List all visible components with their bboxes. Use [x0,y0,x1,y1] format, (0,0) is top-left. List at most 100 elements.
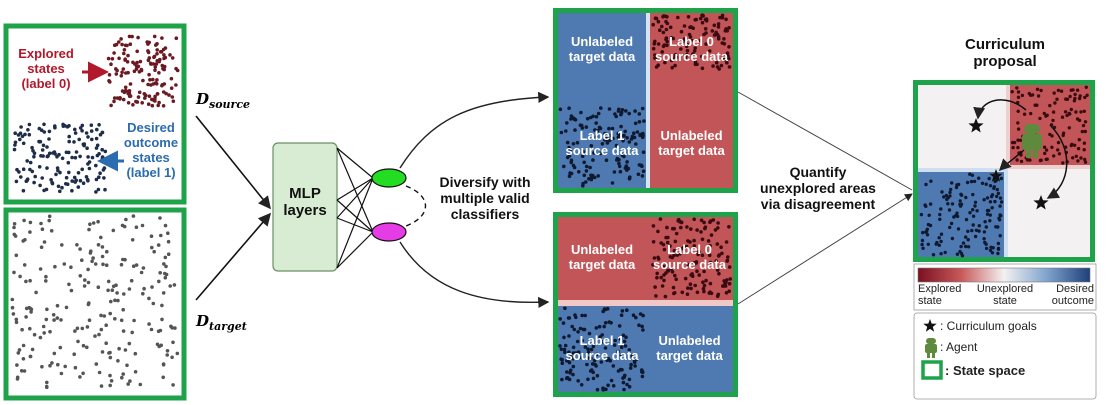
explored-state-dot [153,68,157,72]
desired-state-dot [70,155,74,160]
explored-state-dot [1082,141,1087,145]
explored-state-dot [160,83,165,87]
explored-state-dot [146,42,150,46]
explored-state-dot [137,90,142,95]
explored-state-dot [1016,95,1021,100]
explored-state-dot [119,37,123,41]
source-label1-dot [629,362,633,367]
desired-state-dot [969,179,974,184]
explored-state-dot [1059,89,1064,93]
source-label0-dot [714,30,718,35]
desired-state-dot [959,193,964,197]
explored-state-dot [1070,142,1074,146]
target-state-dot [24,279,28,284]
target-state-dot [142,286,146,291]
source-label1-dot [562,335,566,340]
desired-state-dot [102,176,106,180]
desired-state-dot [966,229,970,233]
target-state-dot [87,318,92,323]
target-state-dot [81,371,85,376]
source-label0-dot [724,240,729,244]
source-label0-dot [685,48,690,53]
source-label1-dot [565,376,570,380]
source-label1-dot [579,383,584,387]
source-label1-dot [631,313,636,318]
source-label1-dot [619,124,623,129]
target-state-dot [42,240,47,244]
target-state-dot [115,291,119,295]
desired-state-dot [32,180,36,185]
source-label1-dot [605,306,610,311]
source-label0-dot [686,262,691,267]
explored-state-dot [1083,120,1088,124]
legend-goals-text: : Curriculum goals [940,319,1037,333]
source-label0-dot [725,60,729,65]
target-state-dot [55,316,60,320]
explored-state-dot [135,49,139,54]
explored-state-dot [162,53,166,57]
explored-state-dot [1083,157,1087,162]
desired-state-dot [94,136,99,141]
source-label0-dot [660,24,664,29]
target-state-dot [12,270,16,275]
explored-state-dot [151,82,156,86]
mlp-layers-label: MLP layers [283,185,327,220]
desired-state-dot [980,181,985,185]
target-state-dot [80,326,85,331]
classifier-node-top [371,168,407,188]
source-label1-dot [640,174,645,178]
legend-box [913,312,1097,400]
source-label0-dot [683,37,687,41]
source-label0-dot [721,56,726,60]
target-state-dot [78,375,82,379]
source-label1-dot [571,356,575,361]
desired-state-dot [964,195,968,200]
source-label1-dot [586,377,590,382]
target-state-dot [106,288,110,293]
explored-state-dot [146,82,150,87]
desired-state-dot [985,196,990,200]
source-label0-dot [672,291,677,295]
explored-state-dot [117,40,121,44]
target-state-dot [129,278,134,283]
target-state-dot [64,305,69,310]
target-state-dot [138,382,143,387]
source-label0-dot [718,15,722,20]
target-state-dot [93,334,97,338]
desired-state-dot [961,241,966,245]
target-state-dot [106,279,111,284]
source-label1-dot [597,324,602,329]
source-label0-dot [683,276,688,281]
explored-state-dot [1042,111,1047,116]
explored-state-dot [136,35,140,40]
desired-state-dot [958,249,962,254]
target-state-dot [170,355,174,360]
explored-state-dot [1038,116,1042,121]
source-label0-dot [708,281,713,286]
target-state-dot [86,302,91,307]
source-label1-dot [571,372,575,377]
source-label1-dot [565,140,570,145]
source-label1-dot [560,361,565,366]
target-state-dot [120,223,125,228]
source-label1-dot [615,156,620,161]
source-label0-dot [704,278,708,283]
explored-state-dot [1074,110,1078,114]
desired-state-dot [73,155,78,160]
source-label1-dot [641,150,646,154]
robot-agent-icon [925,338,937,358]
source-label0-dot [665,43,669,48]
source-label0-dot [727,289,731,294]
target-state-dot [127,341,132,346]
target-state-dot [99,313,103,318]
desired-state-dot [74,150,79,154]
desired-state-dot [952,215,956,219]
source-label1-dot [567,145,571,150]
target-state-dot [44,274,48,279]
source-label1-dot [638,312,643,316]
source-label0-dot [671,36,675,41]
desired-state-dot [982,198,986,202]
source-label0-dot [660,284,665,288]
target-state-dot [150,285,154,289]
desired-state-dot [959,202,964,206]
